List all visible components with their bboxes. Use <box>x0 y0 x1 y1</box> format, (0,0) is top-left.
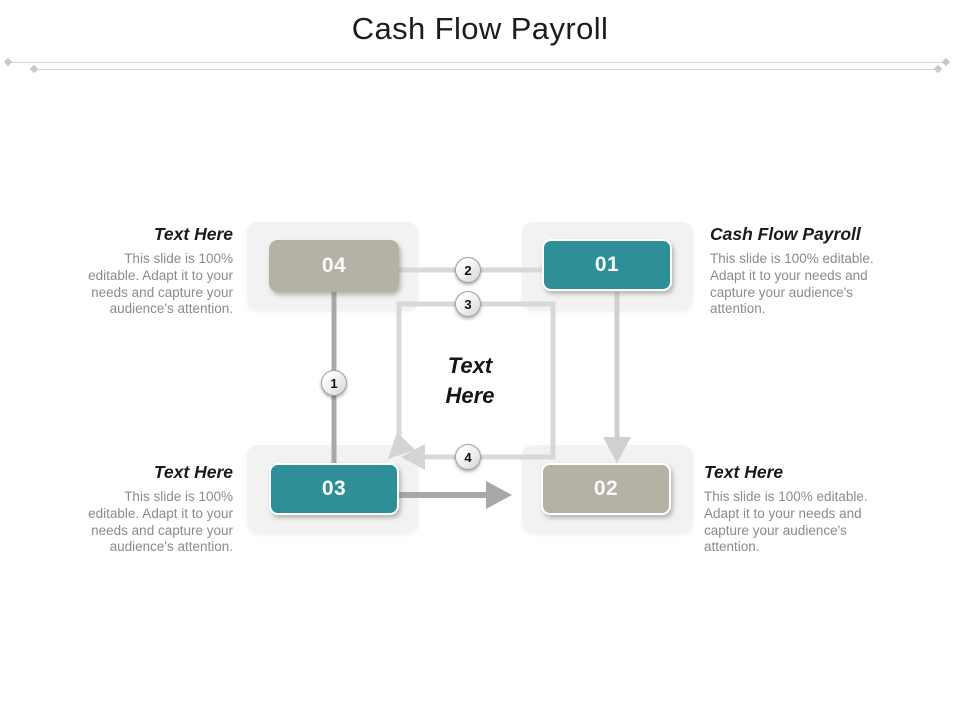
text-block-body: This slide is 100% editable. Adapt it to… <box>710 251 874 317</box>
arrow-right-icon <box>486 481 512 509</box>
text-block-bottom-right[interactable]: Text Here This slide is 100% editable. A… <box>704 462 874 556</box>
title-divider-line-2 <box>29 64 943 74</box>
title-divider-line-1 <box>3 57 951 67</box>
text-block-heading: Text Here <box>704 462 784 482</box>
box-04[interactable]: 04 <box>269 240 399 292</box>
box-03[interactable]: 03 <box>269 463 399 515</box>
text-block-heading: Cash Flow Payroll <box>710 224 861 244</box>
step-circle-1[interactable]: 1 <box>321 370 347 396</box>
slide-title[interactable]: Cash Flow Payroll <box>351 11 609 46</box>
center-text-label[interactable]: Text Here <box>445 353 495 408</box>
arrow-left-icon <box>401 444 425 470</box>
step-circle-4[interactable]: 4 <box>455 444 481 470</box>
text-block-body: This slide is 100% editable. Adapt it to… <box>88 489 233 555</box>
box-02[interactable]: 02 <box>541 463 671 515</box>
arrow-down-left-icon <box>388 432 415 459</box>
text-block-bottom-left[interactable]: Text Here This slide is 100% editable. A… <box>70 462 233 556</box>
text-block-heading: Text Here <box>153 224 233 244</box>
step-circle-3[interactable]: 3 <box>455 291 481 317</box>
text-block-body: This slide is 100% editable. Adapt it to… <box>704 489 868 555</box>
text-block-body: This slide is 100% editable. Adapt it to… <box>88 251 233 317</box>
step-circle-2[interactable]: 2 <box>455 257 481 283</box>
text-block-top-right[interactable]: Cash Flow Payroll This slide is 100% edi… <box>710 224 880 318</box>
text-block-heading: Text Here <box>153 462 233 482</box>
arrow-down-icon <box>603 437 631 463</box>
box-01[interactable]: 01 <box>542 239 672 291</box>
text-block-top-left[interactable]: Text Here This slide is 100% editable. A… <box>70 224 233 318</box>
